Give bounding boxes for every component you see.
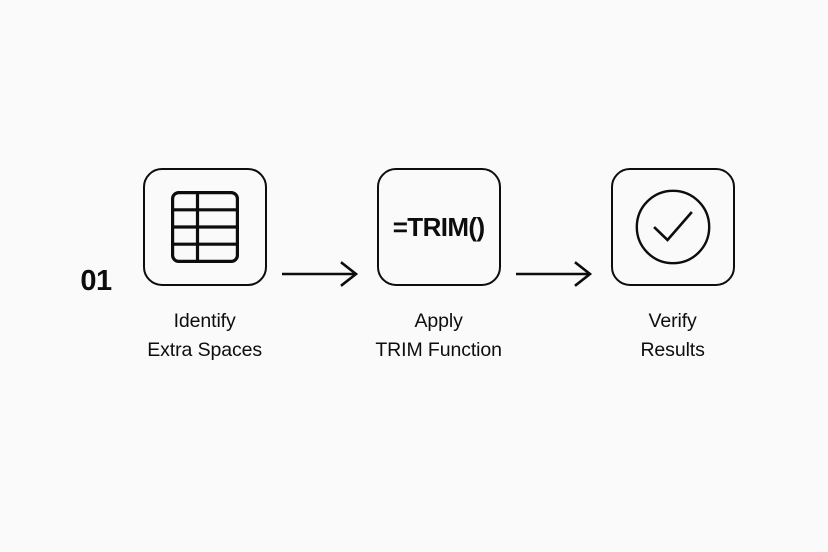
step-verify[interactable]: Verify Results <box>598 168 748 364</box>
step-identify-label: Identify Extra Spaces <box>147 310 263 361</box>
flow-row: 01 Identify Extra Spaces <box>80 168 747 364</box>
arrow-right-icon <box>514 261 598 288</box>
formula-text: =TRIM() <box>392 211 485 242</box>
step-number: 01 <box>80 265 112 298</box>
step-verify-box[interactable] <box>610 168 735 287</box>
step-verify-label: Verify Results <box>640 310 705 361</box>
step-apply-label: Apply TRIM Function <box>375 310 502 361</box>
step-apply-box[interactable]: =TRIM() <box>376 168 501 287</box>
step-identify-box[interactable] <box>142 168 267 287</box>
arrow-right-icon <box>280 261 364 288</box>
step-identify[interactable]: Identify Extra Spaces <box>130 168 280 364</box>
check-circle-icon <box>634 188 712 266</box>
step-apply[interactable]: =TRIM() Apply TRIM Function <box>364 168 514 364</box>
table-grid-icon <box>170 191 239 264</box>
